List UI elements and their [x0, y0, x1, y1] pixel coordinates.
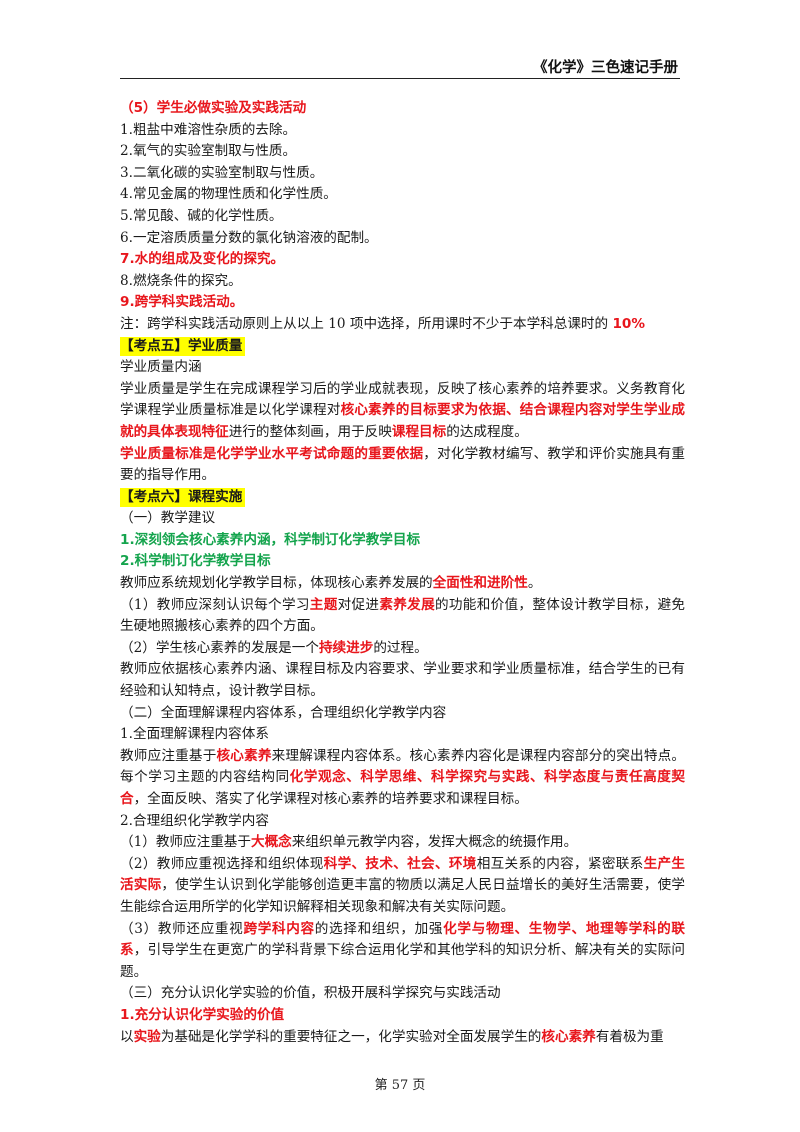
content-item-1: 1.全面理解课程内容体系 [120, 726, 269, 743]
paragraph-goal-planning: 教师应系统规划化学教学目标，体现核心素养发展的全面性和进阶性。 [120, 575, 542, 592]
paragraph-experiment-value: 以实验为基础是化学学科的重要特征之一，化学实验对全面发展学生的核心素养有着极为重 [120, 1028, 664, 1045]
experiment-item-3: 3.二氧化碳的实验室制取与性质。 [120, 164, 324, 181]
paragraph-quality-definition: 学业质量是学生在完成课程学习后的学业成就表现，反映了核心素养的培养要求。义务教育… [120, 380, 685, 440]
experiment-item-2: 2.氧气的实验室制取与性质。 [120, 143, 297, 160]
experiment-item-6: 6.一定溶质质量分数的氯化钠溶液的配制。 [120, 229, 378, 246]
experiment-note: 注：跨学科实践活动原则上从以上 10 项中选择，所用课时不少于本学科总课时的 1… [120, 315, 645, 332]
paragraph-content-system: 教师应注重基于核心素养来理解课程内容体系。核心素养内容化是课程内容部分的突出特点… [120, 747, 686, 807]
subheading-content-system: （二）全面理解课程内容体系，合理组织化学教学内容 [120, 704, 447, 721]
header-title: 《化学》三色速记手册 [533, 60, 678, 76]
subheading-experiment-value: （三）充分认识化学实验的价值，积极开展科学探究与实践活动 [120, 985, 501, 1002]
experiment-item-8: 8.燃烧条件的探究。 [120, 272, 242, 289]
paragraph-goal-design: 教师应依据核心素养内涵、课程目标及内容要求、学业要求和学业质量标准，结合学生的已… [120, 661, 685, 700]
subheading-teaching-advice: （一）教学建议 [120, 510, 216, 527]
paragraph-quality-standard: 学业质量标准是化学学业水平考试命题的重要依据，对化学教材编写、教学和评价实施具有… [120, 445, 686, 484]
content-item-2: 2.合理组织化学教学内容 [120, 812, 269, 829]
experiment-item-7: 7.水的组成及变化的探究。 [120, 251, 285, 268]
subheading-quality-meaning: 学业质量内涵 [120, 359, 202, 376]
experiment-item-5: 5.常见酸、碱的化学性质。 [120, 207, 283, 224]
experiment-item-4: 4.常见金属的物理性质和化学性质。 [120, 186, 337, 203]
section-heading-point-5: 【考点五】学业质量 [120, 336, 685, 358]
paragraph-content-point-3: （3）教师还应重视跨学科内容的选择和组织，加强化学与物理、生物学、地理等学科的联… [120, 920, 686, 980]
page-header: 《化学》三色速记手册 [120, 52, 680, 79]
paragraph-content-point-2: （2）教师应重视选择和组织体现科学、技术、社会、环境相互关系的内容，紧密联系生产… [120, 855, 686, 915]
section-heading-experiments: （5）学生必做实验及实践活动 [120, 100, 307, 116]
advice-item-1: 1.深刻领会核心素养内涵，科学制订化学教学目标 [120, 531, 421, 548]
paragraph-goal-point-2: （2）学生核心素养的发展是一个持续进步的过程。 [120, 639, 428, 656]
experiment-value-item-1: 1.充分认识化学实验的价值 [120, 1006, 285, 1023]
section-heading-point-6: 【考点六】课程实施 [120, 487, 685, 509]
page-number: 第 57 页 [374, 1078, 426, 1093]
paragraph-goal-point-1: （1）教师应深刻认识每个学习主题对促进素养发展的功能和价值，整体设计教学目标，避… [120, 596, 686, 635]
paragraph-content-point-1: （1）教师应注重基于大概念来组织单元教学内容，发挥大概念的统摄作用。 [120, 834, 578, 851]
page-content: （5）学生必做实验及实践活动 1.粗盐中难溶性杂质的去除。 2.氧气的实验室制取… [120, 98, 685, 1048]
experiment-item-1: 1.粗盐中难溶性杂质的去除。 [120, 121, 297, 138]
advice-item-2: 2.科学制订化学教学目标 [120, 553, 271, 570]
experiment-item-9: 9.跨学科实践活动。 [120, 294, 244, 311]
